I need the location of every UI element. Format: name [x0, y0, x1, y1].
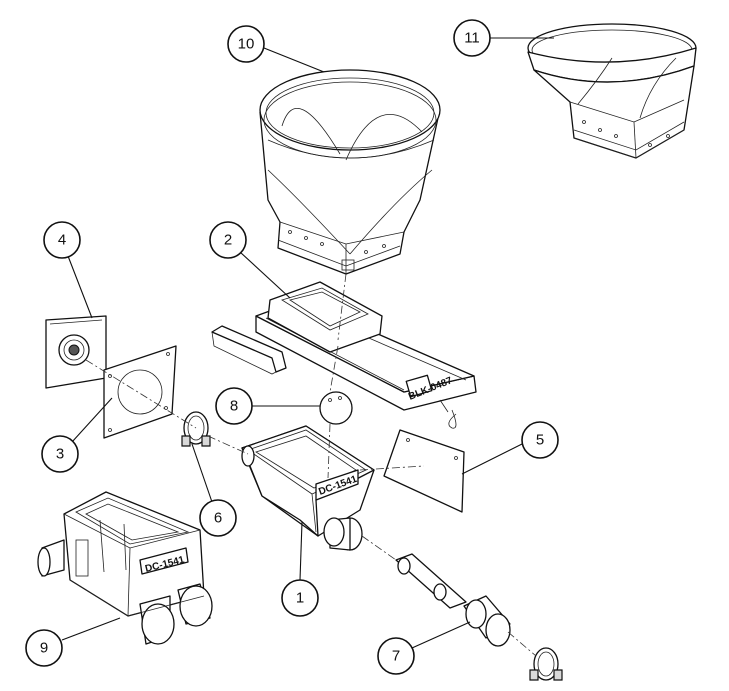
callout-3: 3 — [41, 435, 79, 473]
callout-8-label: 8 — [230, 398, 238, 415]
callout-1-label: 1 — [296, 590, 304, 607]
part-10-hopper — [259, 69, 441, 275]
callout-9-label: 9 — [40, 640, 48, 657]
callout-4: 4 — [43, 221, 81, 259]
part-7-shaft-assembly — [395, 553, 563, 681]
callout-2: 2 — [209, 221, 247, 259]
callout-6-label: 6 — [214, 510, 222, 527]
callout-11-label: 11 — [464, 30, 480, 47]
callout-5-label: 5 — [536, 432, 544, 449]
part-9-housing: DC-1541 — [37, 491, 213, 645]
callout-5: 5 — [521, 421, 559, 459]
part-8-ball — [319, 391, 353, 425]
part-3-mounting-plate — [103, 345, 177, 439]
callout-7-label: 7 — [392, 648, 400, 665]
callout-7: 7 — [377, 637, 415, 675]
callout-1: 1 — [281, 579, 319, 617]
callout-8: 8 — [215, 387, 253, 425]
part-1-hopper-body: DC-1541 — [241, 425, 375, 551]
callout-2-label: 2 — [224, 232, 232, 249]
part-5-slide-plate — [383, 429, 465, 513]
callouts: 10 11 2 4 3 8 6 — [25, 19, 559, 675]
assembly-centerlines — [85, 273, 537, 657]
callout-10-label: 10 — [238, 36, 255, 53]
part-4-gasket-plate — [45, 315, 107, 389]
part-11-hopper-top — [527, 23, 697, 159]
callout-11: 11 — [453, 19, 491, 57]
part-6-clamp — [181, 411, 211, 447]
callout-10: 10 — [227, 25, 265, 63]
callout-4-label: 4 — [58, 232, 66, 249]
callout-9: 9 — [25, 629, 63, 667]
callout-6: 6 — [199, 499, 237, 537]
callout-3-label: 3 — [56, 446, 64, 463]
part-2-slide-gate: BLK-0487 — [211, 281, 477, 429]
